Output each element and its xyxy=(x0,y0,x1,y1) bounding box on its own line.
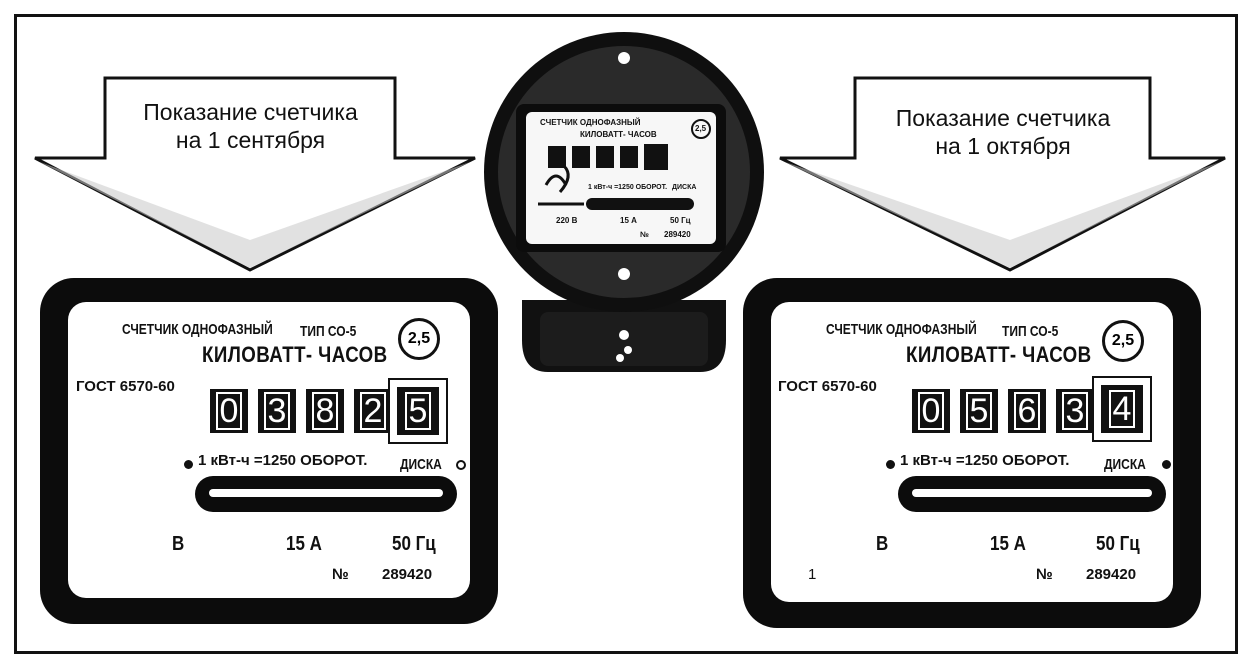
right-meter-serial: 289420 xyxy=(1086,566,1137,583)
left-meter-no-label: № xyxy=(332,566,349,583)
left-meter-volts: В xyxy=(172,533,185,555)
right-arrow-line2: на 1 октября xyxy=(935,133,1071,159)
center-meter-amps: 15 А xyxy=(620,216,637,225)
left-meter-serial: 289420 xyxy=(382,566,433,583)
right-meter-rate: 1 кВт-ч =1250 ОБОРОТ. xyxy=(900,452,1070,469)
right-meter-last-digit: 4 xyxy=(1101,385,1143,433)
frame-border xyxy=(14,14,1238,654)
center-meter xyxy=(484,32,764,372)
left-meter-digit: 3 xyxy=(258,389,296,433)
right-arrow-label: Показание счетчика на 1 октября xyxy=(858,104,1148,160)
center-meter-freq: 50 Гц xyxy=(670,216,691,225)
left-meter-disk: ДИСКА xyxy=(400,455,442,473)
left-meter-digit: 8 xyxy=(306,389,344,433)
left-meter-header: СЧЕТЧИК ОДНОФАЗНЫЙ xyxy=(122,320,273,338)
left-meter-digit: 0 xyxy=(210,389,248,433)
right-meter-no-label: № xyxy=(1036,566,1053,583)
left-meter-amps: 15 А xyxy=(286,533,322,555)
right-meter-digit: 6 xyxy=(1008,389,1046,433)
center-meter-class: 2,5 xyxy=(695,124,707,133)
right-meter-class-badge: 2,5 xyxy=(1102,320,1144,362)
right-meter-disk: ДИСКА xyxy=(1104,455,1146,473)
left-meter-screw-icon xyxy=(184,460,193,469)
right-meter-freq: 50 Гц xyxy=(1096,533,1140,555)
center-meter-disk: ДИСКА xyxy=(672,184,697,191)
right-arrow-line1: Показание счетчика xyxy=(895,105,1111,131)
right-meter-digits: 0 5 6 3 xyxy=(912,389,1094,433)
left-meter-gost: ГОСТ 6570-60 xyxy=(76,378,175,395)
left-arrow-line2: на 1 сентября xyxy=(175,127,326,153)
center-meter-rate: 1 кВт-ч =1250 ОБОРОТ. xyxy=(588,184,668,191)
left-meter-screw-icon-2 xyxy=(456,460,466,470)
left-meter-digits: 0 3 8 2 xyxy=(210,389,392,433)
center-meter-volts: 220 В xyxy=(556,216,578,225)
right-meter-screw-icon-2 xyxy=(1162,460,1171,469)
center-meter-header: СЧЕТЧИК ОДНОФАЗНЫЙ xyxy=(540,118,641,127)
right-meter-type: ТИП СО-5 xyxy=(1002,322,1059,340)
right-meter-class: 2,5 xyxy=(1111,332,1135,349)
left-arrow-line1: Показание счетчика xyxy=(143,99,358,125)
left-meter-class: 2,5 xyxy=(407,330,431,347)
left-meter-freq: 50 Гц xyxy=(392,533,436,555)
left-meter-title: КИЛОВАТТ- ЧАСОВ xyxy=(202,342,388,367)
left-meter-type: ТИП СО-5 xyxy=(300,322,357,340)
right-meter-header: СЧЕТЧИК ОДНОФАЗНЫЙ xyxy=(826,320,977,338)
left-meter-disk-window xyxy=(195,476,457,512)
left-meter-digit: 2 xyxy=(354,389,392,433)
right-meter-title: КИЛОВАТТ- ЧАСОВ xyxy=(906,342,1092,367)
right-meter-disk-window xyxy=(898,476,1166,512)
right-meter xyxy=(743,278,1201,628)
right-meter-digit: 5 xyxy=(960,389,998,433)
right-meter-gost: ГОСТ 6570-60 xyxy=(778,378,877,395)
center-meter-serial: 289420 xyxy=(664,230,691,239)
left-meter-last-digit-window: 5 xyxy=(388,378,448,444)
right-meter-volts: В xyxy=(876,533,889,555)
left-meter-rate: 1 кВт-ч =1250 ОБОРОТ. xyxy=(198,452,368,469)
left-meter-class-badge: 2,5 xyxy=(398,318,440,360)
right-meter-screw-icon xyxy=(886,460,895,469)
right-meter-amps: 15 А xyxy=(990,533,1026,555)
left-arrow-shape xyxy=(34,76,476,272)
right-meter-digit: 3 xyxy=(1056,389,1094,433)
center-meter-no-label: № xyxy=(640,230,649,239)
right-meter-mark: 1 xyxy=(808,566,817,583)
right-meter-last-digit-window: 4 xyxy=(1092,376,1152,442)
right-arrow-shape xyxy=(779,76,1226,272)
center-meter-title: КИЛОВАТТ- ЧАСОВ xyxy=(580,130,657,139)
left-arrow-label: Показание счетчика на 1 сентября xyxy=(108,98,393,154)
right-meter-digit: 0 xyxy=(912,389,950,433)
left-meter-last-digit: 5 xyxy=(397,387,439,435)
